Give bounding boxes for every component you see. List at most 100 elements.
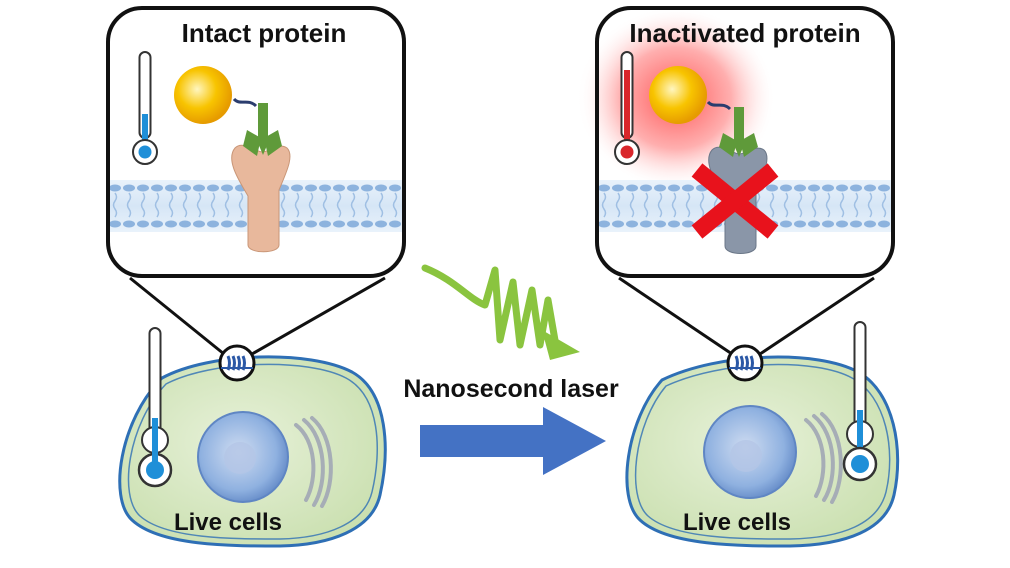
lipid-head: [864, 220, 876, 228]
zoom-lines: [129, 276, 875, 356]
lipid-tail: [336, 192, 342, 218]
lipid-head: [626, 184, 638, 192]
lipid-head: [850, 184, 862, 192]
lipid-tail: [657, 192, 663, 218]
lipid-head: [151, 220, 163, 228]
lipid-head: [109, 184, 121, 192]
lipid-head: [682, 220, 694, 228]
lipid-head: [612, 184, 624, 192]
lipid-head: [598, 220, 610, 228]
lipid-head: [333, 220, 345, 228]
lipid-head: [137, 220, 149, 228]
left-cell-thermometer: [137, 327, 173, 488]
lipid-tail: [629, 192, 635, 218]
intact-receptor: [231, 144, 291, 253]
lipid-tail: [685, 192, 691, 218]
right-panel-thermometer: [614, 51, 640, 165]
lipid-head: [123, 220, 135, 228]
laser-wave-arrowhead: [542, 330, 580, 360]
lipid-head: [612, 220, 624, 228]
left-zoom-circle: [218, 344, 256, 382]
lipid-head: [347, 184, 359, 192]
lipid-head: [794, 184, 806, 192]
lipid-tail: [350, 192, 356, 218]
lipid-head: [668, 184, 680, 192]
lipid-tail: [364, 192, 370, 218]
right-cell-thermometer: [842, 321, 878, 482]
lipid-head: [333, 184, 345, 192]
inactivation-cross: [691, 163, 779, 239]
lipid-head: [878, 184, 890, 192]
right-zoom-circle: [726, 344, 764, 382]
lipid-head: [179, 184, 191, 192]
lipid-head: [780, 184, 792, 192]
lipid-tail: [322, 192, 328, 218]
lipid-tail: [196, 192, 202, 218]
lipid-tail: [294, 192, 300, 218]
lipid-tail: [839, 192, 845, 218]
process-arrow: [420, 407, 606, 475]
lipid-head: [878, 220, 890, 228]
lipid-head: [305, 220, 317, 228]
lipid-head: [640, 220, 652, 228]
lipid-tail: [643, 192, 649, 218]
left-antibody: [243, 103, 282, 156]
lipid-head: [235, 220, 247, 228]
lipid-head: [165, 184, 177, 192]
left-golgi: [294, 416, 333, 508]
right-panel: Inactivated protein: [595, 6, 895, 278]
lipid-tail: [783, 192, 789, 218]
lipid-head: [598, 184, 610, 192]
lipid-tail: [308, 192, 314, 218]
lipid-head: [207, 220, 219, 228]
lipid-head: [389, 184, 401, 192]
lipid-tail: [825, 192, 831, 218]
lipid-head: [137, 184, 149, 192]
lipid-tail: [168, 192, 174, 218]
lipid-head: [207, 184, 219, 192]
lipid-head: [193, 220, 205, 228]
lipid-tail: [797, 192, 803, 218]
lipid-head: [277, 220, 289, 228]
lipid-tail: [853, 192, 859, 218]
lipid-head: [864, 184, 876, 192]
laser-wave: [421, 264, 560, 350]
lipid-head: [808, 220, 820, 228]
lipid-head: [319, 184, 331, 192]
lipid-tail: [140, 192, 146, 218]
lipid-head: [109, 220, 121, 228]
left-panel: Intact protein: [106, 6, 406, 278]
right-golgi: [804, 412, 843, 504]
left-panel-thermometer: [132, 51, 158, 165]
lipid-tail: [210, 192, 216, 218]
lipid-tail: [867, 192, 873, 218]
right-panel-title: Inactivated protein: [629, 18, 860, 48]
laser-label: Nanosecond laser: [403, 375, 619, 403]
lipid-tail: [811, 192, 817, 218]
lipid-head: [319, 220, 331, 228]
lipid-head: [221, 184, 233, 192]
lipid-head: [123, 184, 135, 192]
right-cell: Live cells: [625, 321, 900, 548]
right-nanoparticle: [649, 66, 707, 124]
lipid-head: [640, 184, 652, 192]
left-panel-title: Intact protein: [182, 18, 347, 48]
lipid-head: [291, 184, 303, 192]
lipid-head: [836, 184, 848, 192]
lipid-tail: [601, 192, 607, 218]
lipid-head: [151, 184, 163, 192]
lipid-head: [808, 184, 820, 192]
lipid-tail: [378, 192, 384, 218]
lipid-head: [193, 184, 205, 192]
lipid-head: [305, 184, 317, 192]
lipid-head: [626, 220, 638, 228]
lipid-head: [165, 220, 177, 228]
lipid-head: [766, 184, 778, 192]
lipid-head: [822, 220, 834, 228]
lipid-head: [375, 220, 387, 228]
lipid-head: [221, 220, 233, 228]
left-cell: Live cells: [118, 327, 387, 548]
lipid-head: [654, 220, 666, 228]
